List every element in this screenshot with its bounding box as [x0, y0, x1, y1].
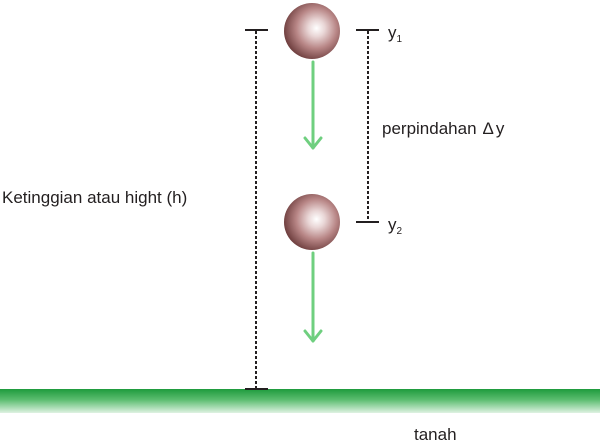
y2-label: y2 — [388, 215, 403, 237]
ball-top — [284, 3, 340, 59]
height-label: Ketinggian atau hight (h) — [2, 188, 187, 207]
y1-label: y1 — [388, 23, 403, 45]
ground-label: tanah — [414, 425, 457, 441]
ground-strip — [0, 389, 600, 413]
arrow-down-icon — [303, 251, 323, 343]
displacement-dimension — [356, 29, 379, 223]
height-dimension — [245, 29, 268, 390]
arrow-down-icon — [303, 60, 323, 150]
ball-bottom — [284, 194, 340, 250]
